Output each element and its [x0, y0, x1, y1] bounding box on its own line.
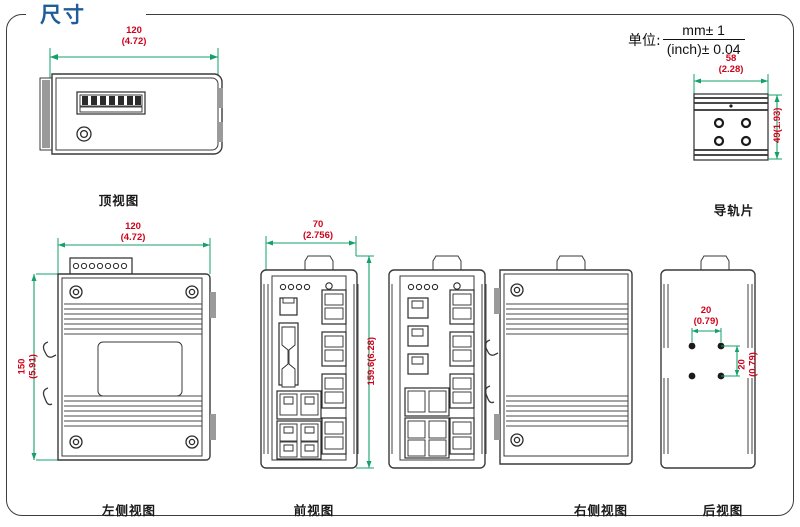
- title-border-gap: [26, 4, 146, 26]
- rear-hole-horizontal-inch: (0.79): [693, 315, 719, 327]
- top-view-drawing: [39, 48, 223, 155]
- rear-view-caption: 后视图: [702, 503, 744, 518]
- front-view-caption: 前视图: [293, 503, 335, 518]
- rear-view-drawing: [660, 255, 756, 469]
- left-width-dimension: 120 (4.72): [98, 221, 168, 243]
- unit-note-label: 单位:: [628, 32, 661, 49]
- rear-hole-vertical-dimension: 20 (0.79): [736, 335, 759, 395]
- din-rail-plate-drawing: [693, 74, 782, 161]
- front-width-inch: (2.756): [302, 229, 334, 241]
- top-width-dimension: 120 (4.72): [94, 25, 174, 47]
- plate-width-inch: (2.28): [718, 63, 744, 75]
- left-height-dimension: 150 (5.91): [16, 337, 39, 397]
- unit-note: 单位: mm± 1 (inch)± 0.04: [628, 22, 745, 57]
- right-side-view-drawing: [388, 255, 633, 469]
- rear-hole-vertical-inch: (0.79): [747, 352, 758, 377]
- front-width-mm: 70: [312, 219, 324, 230]
- rear-hole-horizontal-dimension: 20 (0.79): [674, 305, 738, 327]
- plate-height-dimension: 49(1.93): [771, 107, 783, 143]
- top-width-mm: 120: [126, 25, 142, 36]
- rear-hole-horizontal-mm: 20: [700, 305, 712, 316]
- top-view: 120 (4.72) 顶视图: [22, 25, 232, 210]
- unit-note-denominator: (inch)± 0.04: [662, 39, 745, 57]
- din-rail-plate-view: 58 (2.28) 49(1.93) 导轨片: [676, 53, 796, 218]
- din-rail-plate-caption: 导轨片: [713, 203, 755, 218]
- left-side-view: 120 (4.72) 150 (5.91) 左侧视图: [14, 221, 244, 518]
- left-height-mm: 150: [16, 358, 28, 375]
- page-border: [6, 14, 794, 516]
- unit-note-fraction: mm± 1 (inch)± 0.04: [662, 22, 745, 57]
- page-title: 尺寸: [40, 3, 86, 27]
- front-view-drawing: [260, 236, 374, 469]
- rear-view: 20 (0.79) 20 (0.79) 后视图: [652, 228, 800, 518]
- right-side-view-caption: 右侧视图: [573, 503, 628, 518]
- front-view: 70 (2.756) 159.6(6.28) 前视图: [252, 219, 392, 518]
- top-width-inch: (4.72): [121, 35, 147, 47]
- unit-note-numerator: mm± 1: [682, 22, 725, 38]
- right-side-view: 右侧视图: [386, 228, 636, 518]
- plate-width-mm: 58: [725, 53, 737, 64]
- left-width-mm: 120: [125, 221, 141, 232]
- left-side-view-caption: 左侧视图: [101, 503, 156, 518]
- rear-hole-vertical-mm: 20: [736, 359, 748, 370]
- top-view-caption: 顶视图: [98, 193, 140, 208]
- front-width-dimension: 70 (2.756): [280, 219, 356, 241]
- left-height-inch: (5.91): [27, 354, 38, 379]
- front-height-dimension: 159.6(6.28): [365, 336, 377, 386]
- left-width-inch: (4.72): [120, 231, 146, 243]
- plate-width-dimension: 58 (2.28): [696, 53, 766, 75]
- left-side-view-drawing: [31, 238, 216, 461]
